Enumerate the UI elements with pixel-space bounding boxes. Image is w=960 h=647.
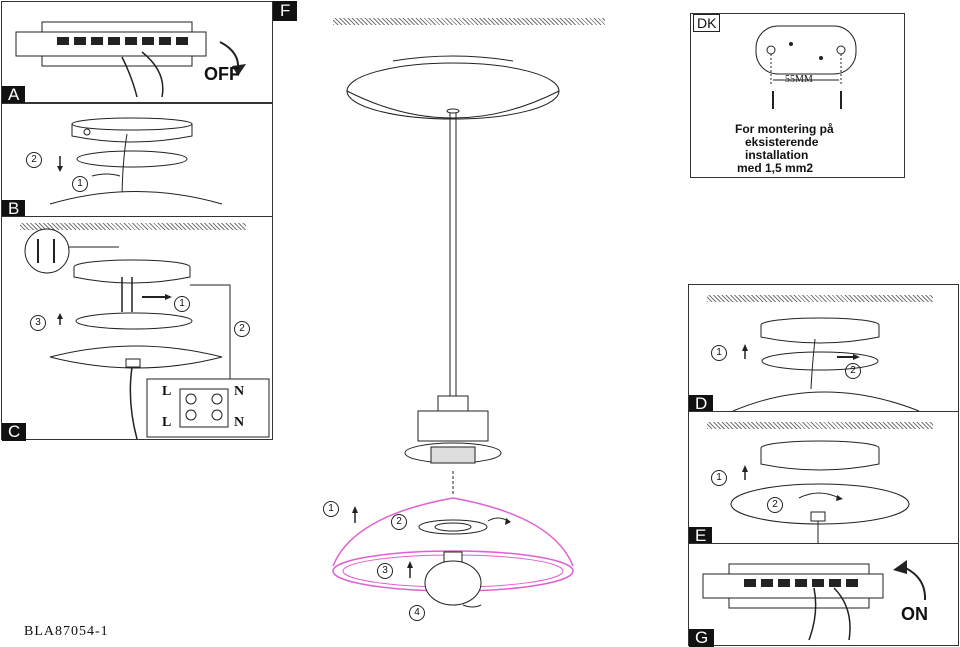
panel-g-tag: G xyxy=(689,629,715,647)
panel-g-switch-on: ON G xyxy=(688,543,959,647)
ceiling-hatch xyxy=(20,223,246,230)
step-2-marker: 2 xyxy=(767,497,783,513)
off-label: OFF xyxy=(204,64,240,84)
on-label: ON xyxy=(901,604,928,624)
panel-b-remove-canopy: 2 1 B xyxy=(1,103,273,218)
step-3-marker: 3 xyxy=(377,563,393,579)
canopy-secure-illustration xyxy=(730,440,910,543)
note-line-4: med 1,5 mm2 xyxy=(737,161,814,175)
step-2-marker: 2 xyxy=(234,321,250,337)
panel-b-tag: B xyxy=(2,200,26,218)
breaker-switch-illustration xyxy=(15,21,246,98)
breaker-switch-illustration xyxy=(702,560,927,641)
step-1-marker: 1 xyxy=(72,176,88,192)
panel-d-tag: D xyxy=(689,395,714,413)
note-line-3: installation xyxy=(745,148,809,162)
step-1-marker: 1 xyxy=(174,296,190,312)
pendant-lamp-illustration xyxy=(332,55,574,608)
panel-a-tag: A xyxy=(2,86,26,104)
step-1-marker: 1 xyxy=(711,345,727,361)
panel-a-switch-off: OFF A xyxy=(1,1,273,104)
dimension-label: 55MM xyxy=(785,74,813,85)
step-3-marker: 3 xyxy=(30,315,46,331)
ceiling-hatch xyxy=(333,18,605,25)
note-line-1: For montering på xyxy=(735,122,834,136)
document-code: BLA87054-1 xyxy=(24,624,109,639)
panel-f-pendant-assembly: F 1 2 3 4 xyxy=(273,1,686,646)
panel-dk-tag: DK xyxy=(693,14,721,32)
canopy-removal-illustration xyxy=(49,117,223,205)
terminal-n-top: N xyxy=(234,384,245,399)
ceiling-hatch xyxy=(707,422,933,429)
panel-f-tag: F xyxy=(273,1,298,21)
step-2-marker: 2 xyxy=(845,363,861,379)
terminal-n-bottom: N xyxy=(234,415,245,430)
panel-dk-note: DK 55MM For montering på eksisterende in… xyxy=(690,13,905,178)
canopy-attach-illustration xyxy=(732,317,920,412)
step-1-marker: 1 xyxy=(711,470,727,486)
step-4-marker: 4 xyxy=(409,605,425,621)
step-2-marker: 2 xyxy=(26,152,42,168)
panel-c-wiring: 1 2 3 L N L N C xyxy=(1,216,273,441)
note-line-2: eksisterende xyxy=(745,135,819,149)
step-1-marker: 1 xyxy=(323,501,339,517)
mounting-plate-illustration xyxy=(755,25,857,109)
wiring-illustration xyxy=(24,228,270,440)
ceiling-hatch xyxy=(707,295,933,302)
panel-d-attach-canopy: 1 2 D xyxy=(688,284,959,413)
panel-e-secure-canopy: 1 2 E xyxy=(688,411,959,545)
step-2-marker: 2 xyxy=(391,514,407,530)
panel-e-tag: E xyxy=(689,527,713,545)
terminal-l-top: L xyxy=(162,384,172,399)
panel-c-tag: C xyxy=(2,423,27,441)
terminal-l-bottom: L xyxy=(162,415,172,430)
